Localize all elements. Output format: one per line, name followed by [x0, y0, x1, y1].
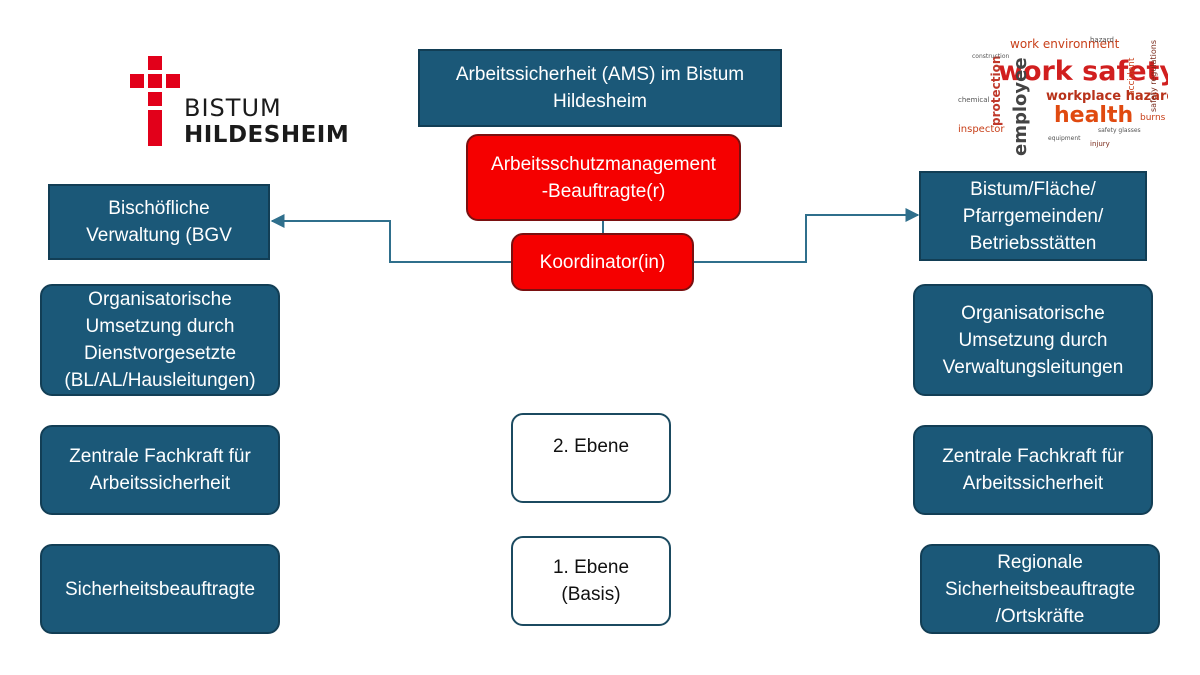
word-workplace-hazards: workplace hazards	[1046, 89, 1168, 104]
level-2-box: 2. Ebene	[511, 413, 671, 503]
logo-line-1: BISTUM	[184, 94, 282, 122]
right-bistum-box: Bistum/Fläche/ Pfarrgemeinden/ Betriebss…	[919, 171, 1147, 261]
word-chemical: chemical	[958, 96, 989, 104]
logo-line-2: HILDESHEIM	[184, 122, 350, 148]
cross-icon	[130, 56, 180, 146]
word-safety-regulations: safety regulations	[1149, 40, 1158, 112]
word-construction: construction	[972, 53, 1010, 60]
level-1-box: 1. Ebene (Basis)	[511, 536, 671, 626]
manager-box: Arbeitsschutzmanagement -Beauftragte(r)	[466, 134, 741, 221]
word-work-safety: work safety	[998, 56, 1168, 87]
left-bgv-box: Bischöfliche Verwaltung (BGV	[48, 184, 270, 260]
word-employee: employee	[1010, 57, 1031, 156]
coordinator-box: Koordinator(in)	[511, 233, 694, 291]
word-equipment: equipment	[1048, 135, 1081, 142]
word-protection: protection	[989, 56, 1003, 126]
word-injury: injury	[1090, 140, 1110, 148]
word-health: health	[1054, 103, 1133, 128]
word-accident: accident	[1127, 57, 1137, 96]
arrow-to-bistum	[694, 208, 920, 263]
right-org-box: Organisatorische Umsetzung durch Verwalt…	[913, 284, 1153, 396]
wordcloud-image: work environment work safety workplace h…	[958, 36, 1184, 156]
word-safety-glasses: safety glasses	[1098, 127, 1141, 134]
word-work-environment: work environment	[1010, 37, 1120, 51]
bistum-hildesheim-logo: BISTUM HILDESHEIM	[82, 26, 350, 180]
right-fachkraft-box: Zentrale Fachkraft für Arbeitssicherheit	[913, 425, 1153, 515]
right-regional-box: Regionale Sicherheitsbeauftragte /Ortskr…	[920, 544, 1160, 634]
left-fachkraft-box: Zentrale Fachkraft für Arbeitssicherheit	[40, 425, 280, 515]
work-safety-wordcloud: work environment work safety workplace h…	[950, 28, 1184, 160]
title-box: Arbeitssicherheit (AMS) im Bistum Hildes…	[418, 49, 782, 127]
word-hazard: hazard	[1090, 36, 1114, 44]
arrow-to-bgv	[270, 214, 512, 263]
left-org-box: Organisatorische Umsetzung durch Dienstv…	[40, 284, 280, 396]
word-burns: burns	[1140, 113, 1166, 123]
left-sicherheit-box: Sicherheitsbeauftragte	[40, 544, 280, 634]
word-inspector: inspector	[958, 124, 1005, 135]
